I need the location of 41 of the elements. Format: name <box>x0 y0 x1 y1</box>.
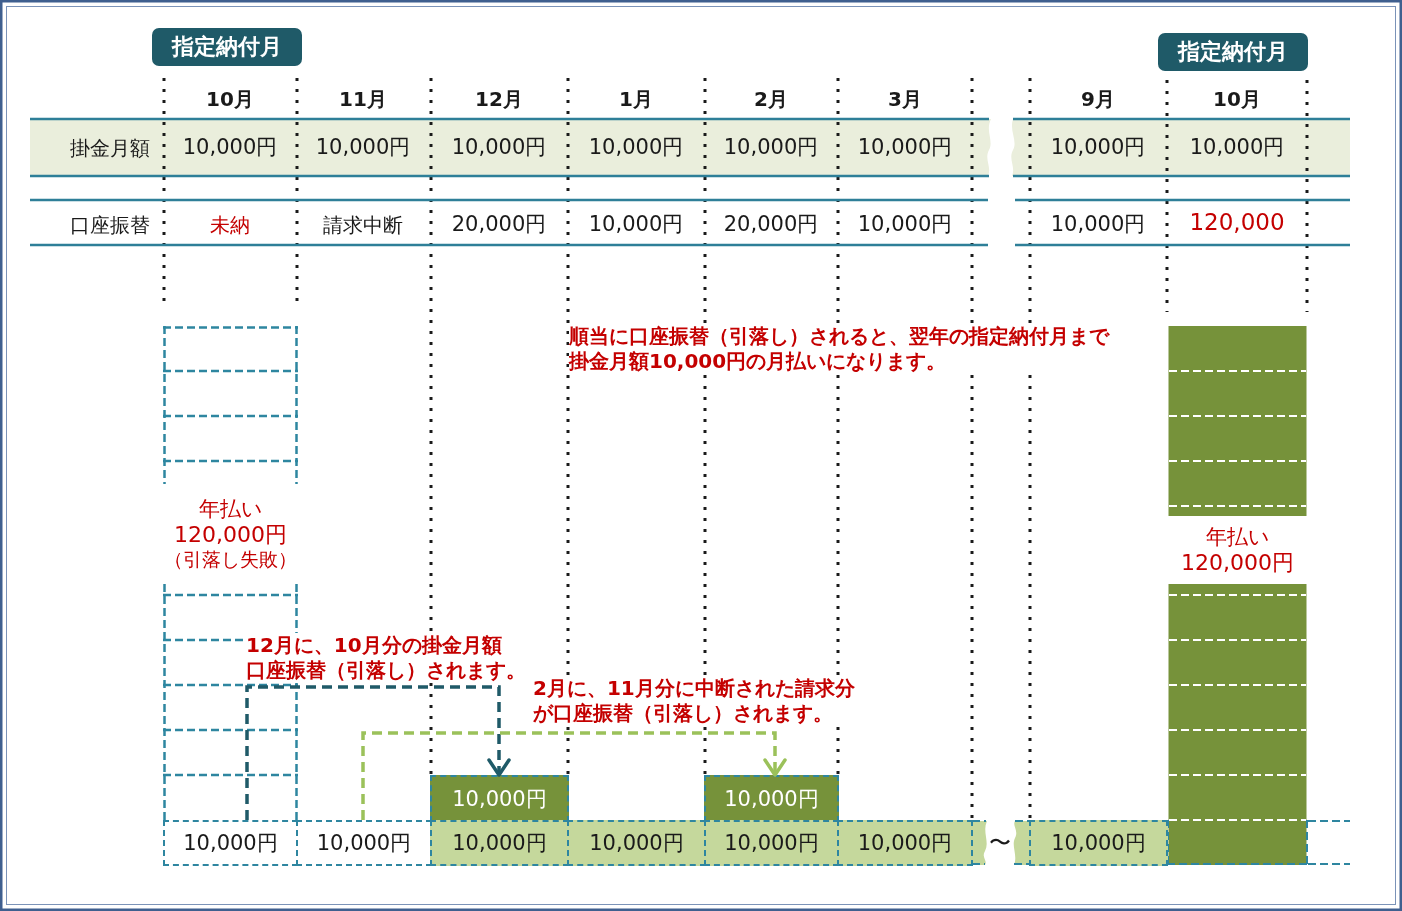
month-label: 10月 <box>1213 87 1261 111</box>
month-label: 12月 <box>475 87 523 111</box>
month-label: 9月 <box>1081 87 1115 111</box>
badge: 指定納付月 <box>1158 33 1308 71</box>
amount-text: 10,000円 <box>588 212 684 238</box>
badge: 指定納付月 <box>152 28 302 66</box>
amount-box: 10,000円 <box>430 775 569 822</box>
month-label: 1月 <box>619 87 653 111</box>
row-heading: 口座振替 <box>70 213 150 237</box>
amount-text: 20,000円 <box>451 212 547 238</box>
month-label: 2月 <box>754 87 788 111</box>
amount-text: 10,000円 <box>315 135 411 161</box>
amount-text: 10,000円 <box>451 135 547 161</box>
status-text: 請求中断 <box>323 213 403 237</box>
amount-cell: 10,000円 <box>296 820 432 866</box>
amount-text: 10,000円 <box>1050 212 1146 238</box>
amount-text: 10,000円 <box>588 135 684 161</box>
amount-cell: 10,000円 <box>704 820 839 866</box>
row-heading: 掛金月額 <box>70 136 150 160</box>
amount-text: 10,000円 <box>1050 135 1146 161</box>
amount-cell: 10,000円 <box>567 820 706 866</box>
dashed-box-stack: 年払い 120,000円 （引落し失敗） <box>163 326 298 584</box>
arrow <box>361 731 787 820</box>
amount-text: 20,000円 <box>723 212 819 238</box>
amount-cell: 10,000円 <box>430 820 569 866</box>
status-text: 未納 <box>210 213 250 237</box>
tilde: 〜 <box>989 829 1011 857</box>
month-label: 3月 <box>888 87 922 111</box>
note-text: 順当に口座振替（引落し）されると、翌年の指定納付月まで掛金月額10,000円の月払いになります。 <box>569 324 1109 374</box>
edge-label: 2月に、11月分に中断された請求分が口座振替（引落し）されます。 <box>533 676 855 726</box>
amount-text: 10,000円 <box>857 212 953 238</box>
amount-text: 10,000円 <box>182 135 278 161</box>
amount-text: 10,000円 <box>857 135 953 161</box>
amount-text: 10,000円 <box>1189 135 1285 161</box>
month-label: 11月 <box>339 87 387 111</box>
amount-text: 10,000円 <box>723 135 819 161</box>
amount-cell: 10,000円 <box>163 820 298 866</box>
amount-box: 10,000円 <box>704 775 839 822</box>
month-label: 10月 <box>206 87 254 111</box>
arrow <box>245 685 511 820</box>
amount-text: 120,000 <box>1189 209 1285 237</box>
